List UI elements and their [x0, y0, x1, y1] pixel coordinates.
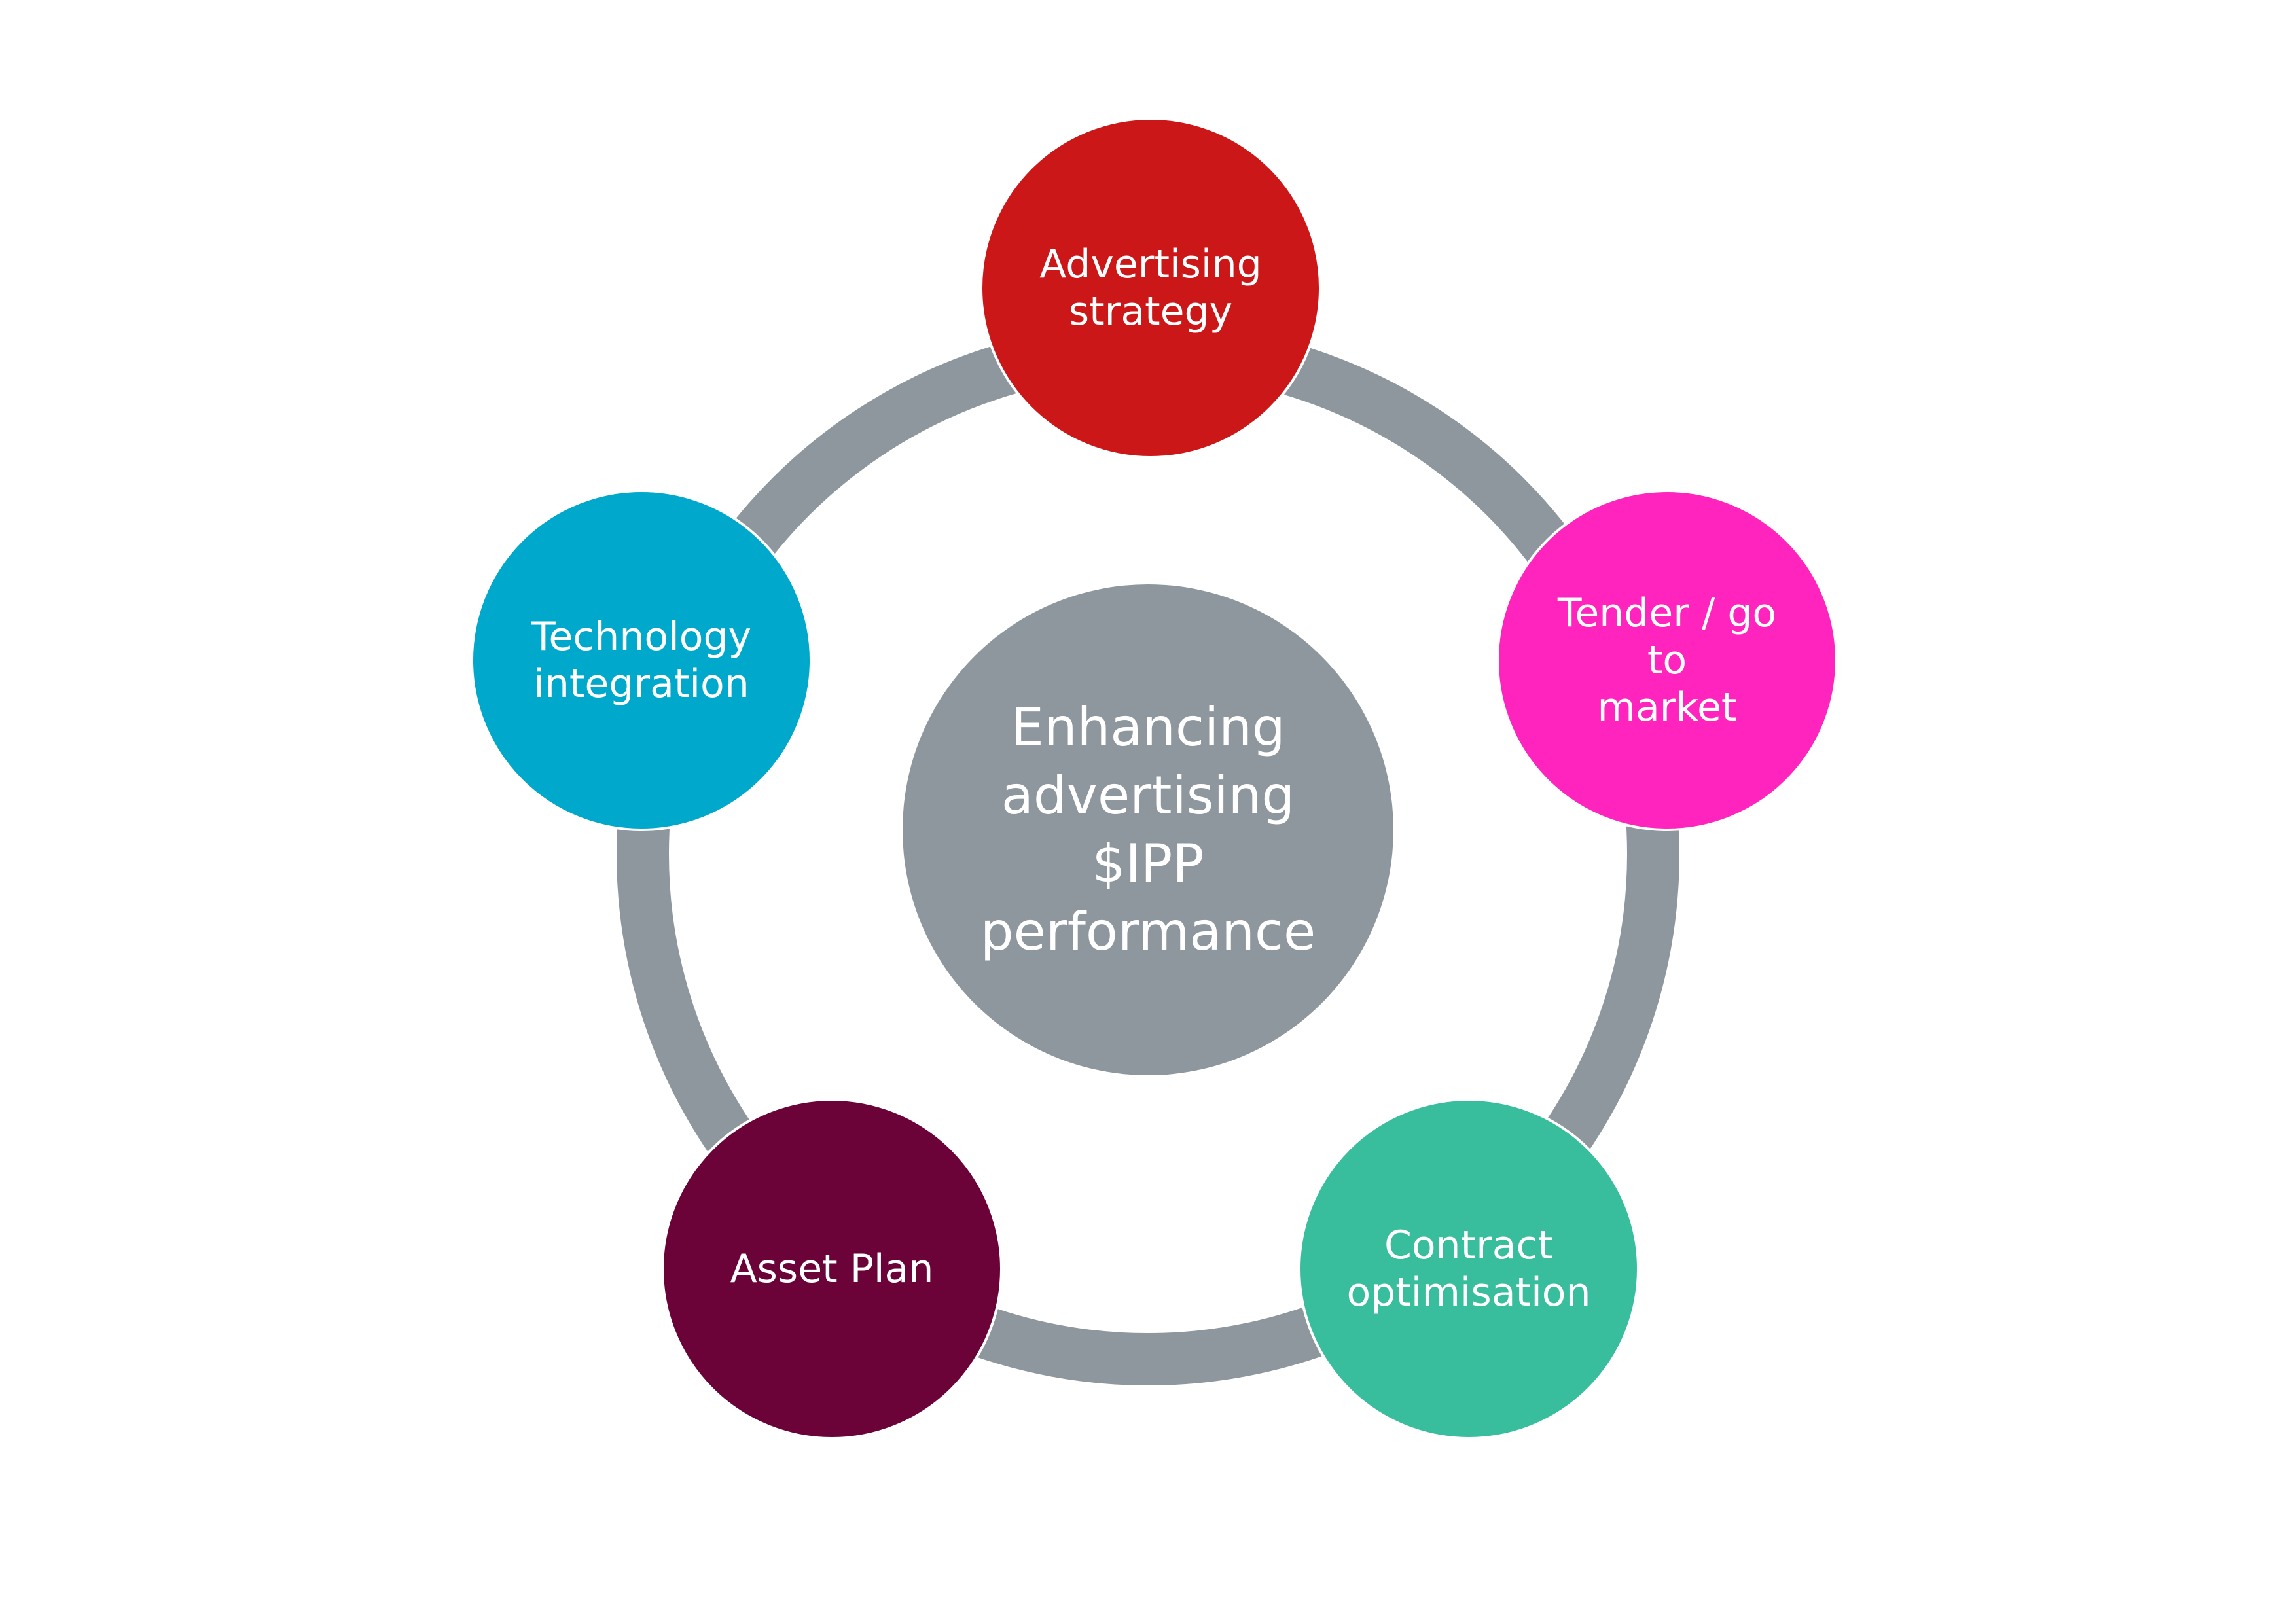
node-technology-integration: Technology integration [471, 490, 812, 831]
node-technology-integration-label: Technology integration [531, 614, 752, 707]
node-contract-optimisation-label: Contract optimisation [1346, 1222, 1591, 1315]
center-hub: Enhancing advertising $IPP performance [903, 584, 1393, 1075]
node-asset-plan-label: Asset Plan [730, 1246, 934, 1292]
center-hub-label: Enhancing advertising $IPP performance [980, 697, 1316, 962]
node-advertising-strategy-label: Advertising strategy [1039, 241, 1262, 334]
node-contract-optimisation: Contract optimisation [1298, 1098, 1640, 1440]
node-advertising-strategy: Advertising strategy [980, 117, 1321, 459]
node-tender-go-to-market-label: Tender / go to market [1557, 590, 1777, 730]
node-tender-go-to-market: Tender / go to market [1496, 490, 1838, 831]
node-asset-plan: Asset Plan [661, 1098, 1003, 1440]
